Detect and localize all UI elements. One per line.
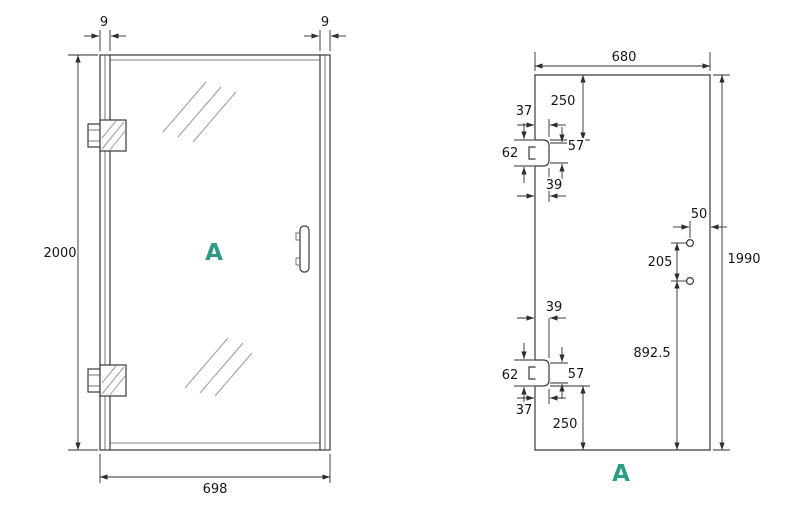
dim-glass-width: 680 (534, 48, 711, 71)
dim-text-top-to-notch: 250 (551, 94, 576, 109)
dim-notch-top-offset: 39 (517, 168, 566, 202)
panel-label-left: A (205, 240, 223, 266)
dim-glass-height: 1990 (713, 74, 763, 451)
dim-hole-to-edge: 50 (673, 205, 727, 238)
dim-text-frame-left: 9 (100, 15, 108, 30)
dim-text-hole-to-edge: 50 (691, 207, 708, 222)
door-elevation-view: A 9 9 2000 698 (41, 13, 346, 499)
dim-text-notch-top-outer: 62 (502, 146, 519, 161)
dim-notch-top-height-outer: 62 (500, 123, 534, 183)
dim-text-hole-spacing: 205 (648, 255, 673, 270)
dim-notch-to-bottom: 250 (550, 385, 590, 450)
glass-panel-drawing: 680 250 37 62 57 (500, 48, 763, 487)
dim-text-notch-bottom-inner: 57 (568, 367, 585, 382)
dim-text-glass-height: 1990 (727, 252, 760, 267)
dim-hole-to-bottom: 892.5 (631, 281, 680, 450)
dim-text-notch-top-depth: 37 (516, 104, 533, 119)
dim-text-notch-bottom-depth: 37 (516, 403, 533, 418)
dim-notch-bottom-height-inner: 57 (550, 347, 586, 399)
dim-text-frame-right: 9 (321, 15, 329, 30)
dim-notch-top-depth: 37 (514, 102, 566, 137)
dim-text-door-height: 2000 (43, 246, 76, 261)
dim-text-glass-width: 680 (612, 50, 637, 65)
dim-notch-bottom-depth: 37 (514, 389, 566, 420)
hinge-cutout-top (528, 139, 550, 167)
door-frame-outline (99, 54, 331, 451)
dim-text-notch-bottom-outer: 62 (502, 368, 519, 383)
dim-notch-bottom-offset: 39 (517, 298, 566, 358)
dim-door-width: 698 (99, 454, 331, 499)
handle-hole-bottom (685, 277, 694, 286)
dim-text-door-width: 698 (203, 482, 228, 497)
dim-text-hole-to-bottom: 892.5 (633, 346, 670, 361)
dim-text-notch-bottom-offset: 39 (546, 300, 563, 315)
dim-frame-right: 9 (304, 13, 346, 51)
dim-text-notch-top-inner: 57 (568, 139, 585, 154)
dim-text-notch-top-offset: 39 (546, 178, 563, 193)
hinge-bottom (87, 364, 127, 397)
dim-notch-top-height-inner: 57 (550, 127, 586, 179)
dim-top-to-notch: 250 (549, 75, 590, 141)
door-handle (295, 225, 310, 273)
dim-door-height: 2000 (41, 54, 98, 451)
dim-hole-spacing: 205 (646, 242, 687, 282)
dim-frame-left: 9 (84, 13, 126, 51)
glass-panel-outline (534, 74, 711, 451)
panel-label-right: A (612, 461, 630, 487)
handle-hole-top (685, 239, 694, 248)
glass-reflection-lines (162, 81, 253, 397)
hinge-top (87, 119, 127, 152)
dim-text-notch-to-bottom: 250 (553, 417, 578, 432)
hinge-cutout-bottom (528, 359, 550, 387)
dim-notch-bottom-height-outer: 62 (500, 343, 534, 403)
